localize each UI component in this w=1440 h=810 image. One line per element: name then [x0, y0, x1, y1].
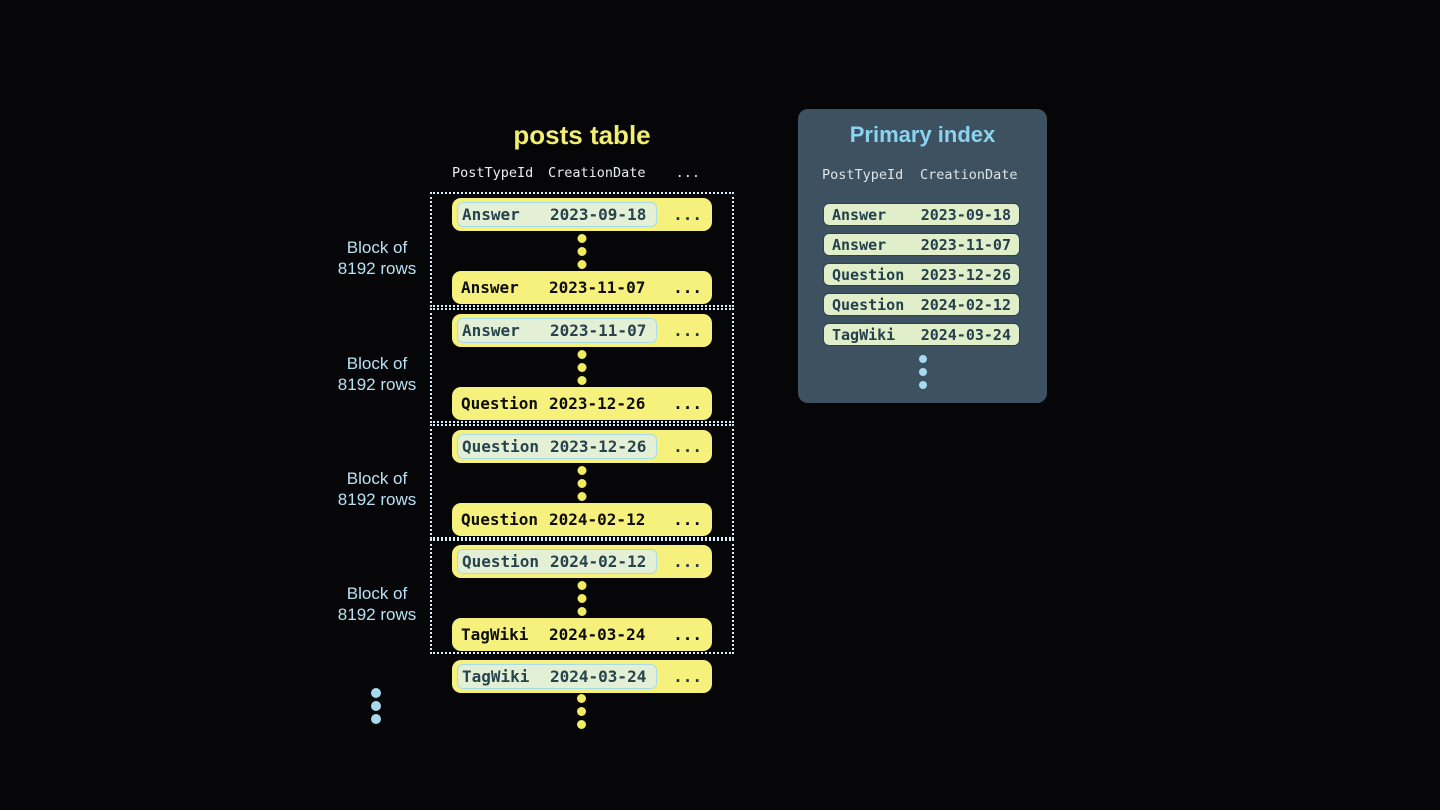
row-ellipsis: ...	[673, 437, 702, 456]
row-ellipsis: ...	[673, 510, 702, 529]
index-row: Answer 2023-09-18	[823, 203, 1020, 226]
dot	[577, 479, 587, 488]
table-block-4: Question 2024-02-12 ... TagWiki 2024-03-…	[430, 539, 734, 654]
row-ellipsis: ...	[673, 667, 702, 686]
index-entry-highlight: Question 2024-02-12	[457, 549, 658, 574]
row-ellipsis: ...	[673, 552, 702, 571]
dot	[577, 234, 587, 243]
table-row: Question 2024-02-12 ...	[452, 545, 712, 578]
dot	[577, 594, 587, 603]
vertical-ellipsis-dots	[577, 579, 587, 618]
block-label-3: Block of 8192 rows	[337, 469, 417, 509]
vertical-ellipsis-dots	[577, 464, 587, 503]
posts-table-column-headers: PostTypeId CreationDate ...	[452, 165, 712, 181]
table-block-1: Answer 2023-09-18 ... Answer 2023-11-07 …	[430, 192, 734, 307]
dot	[577, 466, 587, 475]
row-ellipsis: ...	[673, 278, 702, 297]
primary-index-column-headers: PostTypeId CreationDate	[822, 167, 1022, 183]
row-ellipsis: ...	[673, 394, 702, 413]
dot	[577, 581, 587, 590]
vertical-ellipsis-dots	[577, 348, 587, 387]
block-label-2: Block of 8192 rows	[337, 354, 417, 394]
block-label-4: Block of 8192 rows	[337, 584, 417, 624]
index-entry-highlight: Answer 2023-09-18	[457, 202, 658, 227]
table-block-3: Question 2023-12-26 ... Question 2024-02…	[430, 424, 734, 539]
dot	[918, 354, 927, 363]
index-entry-highlight: Answer 2023-11-07	[457, 318, 658, 343]
column-header-ellipsis: ...	[675, 165, 700, 181]
column-header-creationdate: CreationDate	[548, 165, 646, 181]
index-entry-highlight: Question 2023-12-26	[457, 434, 658, 459]
index-continues-dots	[918, 352, 927, 391]
table-row: TagWiki 2024-03-24 ...	[452, 618, 712, 651]
table-row: Question 2023-12-26 ...	[452, 387, 712, 420]
index-row: Question 2023-12-26	[823, 263, 1020, 286]
column-header-posttypeid: PostTypeId	[452, 165, 534, 181]
dot	[577, 492, 587, 501]
table-continues-dots	[577, 692, 586, 731]
index-row: Question 2024-02-12	[823, 293, 1020, 316]
dot	[577, 247, 587, 256]
posts-table-title: posts table	[513, 120, 651, 150]
table-row: Answer 2023-11-07 ...	[452, 314, 712, 347]
dot	[577, 260, 587, 269]
row-ellipsis: ...	[673, 625, 702, 644]
dot	[577, 363, 587, 372]
index-entry-highlight: TagWiki 2024-03-24	[457, 664, 658, 689]
column-header-posttypeid: PostTypeId	[822, 167, 904, 183]
block-label-1: Block of 8192 rows	[337, 238, 417, 278]
primary-index-title: Primary index	[849, 122, 996, 147]
blocks-continue-dots	[371, 686, 381, 725]
dot	[577, 694, 586, 703]
column-header-creationdate: CreationDate	[920, 167, 1018, 183]
index-row: TagWiki 2024-03-24	[823, 323, 1020, 346]
dot	[577, 707, 586, 716]
table-row: Question 2024-02-12 ...	[452, 503, 712, 536]
dot	[371, 687, 381, 698]
dot	[577, 607, 587, 616]
dot	[918, 380, 927, 389]
dot	[371, 700, 381, 711]
index-row: Answer 2023-11-07	[823, 233, 1020, 256]
dot	[577, 376, 587, 385]
dot	[577, 720, 586, 729]
table-row: Question 2023-12-26 ...	[452, 430, 712, 463]
table-row-next-block-start: TagWiki 2024-03-24 ...	[452, 660, 712, 693]
dot	[918, 367, 927, 376]
primary-index-panel: Primary index PostTypeId CreationDate An…	[798, 109, 1047, 403]
table-block-2: Answer 2023-11-07 ... Question 2023-12-2…	[430, 308, 734, 423]
row-ellipsis: ...	[673, 205, 702, 224]
vertical-ellipsis-dots	[577, 232, 587, 271]
table-row: Answer 2023-09-18 ...	[452, 198, 712, 231]
table-row: Answer 2023-11-07 ...	[452, 271, 712, 304]
row-ellipsis: ...	[673, 321, 702, 340]
dot	[371, 713, 381, 724]
dot	[577, 350, 587, 359]
